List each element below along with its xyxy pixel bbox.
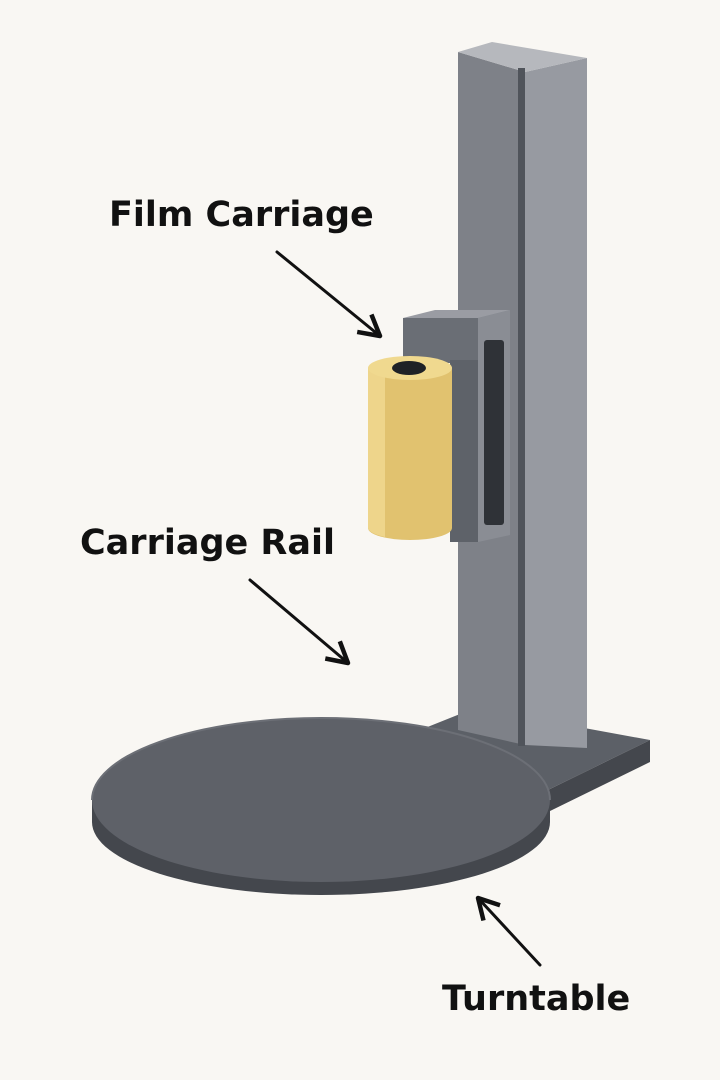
label-turntable: Turntable (442, 979, 631, 1019)
turntable-arrow (475, 895, 542, 967)
label-film-carriage: Film Carriage (109, 195, 374, 235)
turntable-platform (91, 717, 551, 895)
film-carriage-arrow (275, 250, 383, 339)
film-roll (368, 356, 452, 540)
roll-core (392, 361, 426, 375)
film-carriage (403, 310, 510, 542)
carriage-rail-arrow (248, 578, 351, 666)
label-carriage-rail: Carriage Rail (80, 523, 335, 563)
rail-slot (518, 68, 525, 746)
carriage-slot (484, 340, 504, 525)
